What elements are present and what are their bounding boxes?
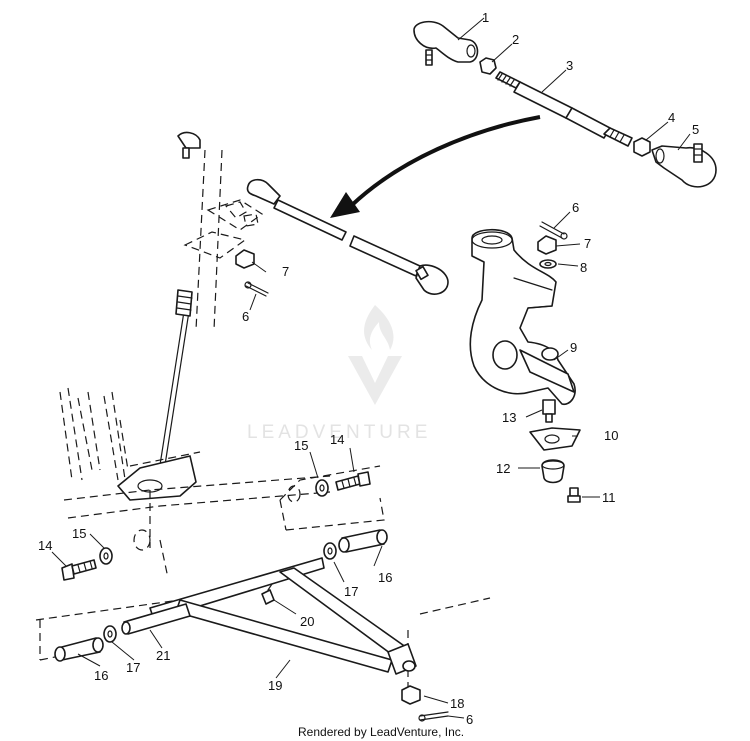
washer-right[interactable] xyxy=(539,259,557,269)
tie-rod-end-right[interactable] xyxy=(651,143,717,188)
callout-18: 18 xyxy=(450,696,464,711)
callout-7-spindle: 7 xyxy=(584,236,591,251)
spacer-16-left[interactable] xyxy=(54,637,104,662)
callout-17-left: 17 xyxy=(126,660,140,675)
callout-12: 12 xyxy=(496,461,510,476)
bracket-bushing-right xyxy=(287,485,301,503)
castle-nut-left[interactable] xyxy=(235,249,255,269)
a-arm-cotter-pin[interactable] xyxy=(418,711,449,722)
steering-lower-arm[interactable] xyxy=(117,455,197,501)
spindle-bolt[interactable] xyxy=(542,399,556,423)
a-arm[interactable] xyxy=(149,557,417,675)
jam-nut-right[interactable] xyxy=(633,137,651,157)
exploded-tie-rod[interactable] xyxy=(246,178,449,295)
steering-column-outline xyxy=(59,149,264,487)
top-castle-nut[interactable] xyxy=(224,201,259,227)
cotter-pin-right[interactable] xyxy=(539,221,568,240)
plate-screw[interactable] xyxy=(567,487,581,503)
tie-rod-tube[interactable] xyxy=(495,71,633,147)
leader-lines xyxy=(51,17,691,719)
bushing-17-left[interactable] xyxy=(103,625,117,643)
callout-21: 21 xyxy=(156,648,170,663)
callout-7-column: 7 xyxy=(282,264,289,279)
callout-14-right: 14 xyxy=(330,432,344,447)
callout-6-spindle: 6 xyxy=(572,200,579,215)
footer-credit: Rendered by LeadVenture, Inc. xyxy=(298,725,464,739)
spacer-16-right[interactable] xyxy=(338,529,388,553)
bracket-bushing-left xyxy=(133,529,151,551)
callout-20: 20 xyxy=(300,614,314,629)
ball-joint-plate[interactable] xyxy=(529,427,581,451)
callout-3: 3 xyxy=(566,58,573,73)
pivot-tube[interactable] xyxy=(121,603,191,635)
callout-13: 13 xyxy=(502,410,516,425)
callout-19: 19 xyxy=(268,678,282,693)
watermark-logo xyxy=(348,305,402,405)
a-arm-castle-nut[interactable] xyxy=(401,685,421,705)
callout-15-left: 15 xyxy=(72,526,86,541)
callout-16-left: 16 xyxy=(94,668,108,683)
callout-6-column: 6 xyxy=(242,309,249,324)
watermark-text: LEADVENTURE xyxy=(247,422,431,443)
assembly-arrow xyxy=(330,115,541,218)
castle-nut-right[interactable] xyxy=(537,235,557,255)
callout-11: 11 xyxy=(602,490,616,505)
callout-10: 10 xyxy=(604,428,618,443)
callout-labels: 1 2 3 4 5 6 7 8 7 6 9 10 13 12 11 14 15 … xyxy=(38,10,699,727)
steering-top-tie-rod-end[interactable] xyxy=(177,131,201,159)
callout-4: 4 xyxy=(668,110,675,125)
callout-8: 8 xyxy=(580,260,587,275)
callout-15-right: 15 xyxy=(294,438,308,453)
callout-1: 1 xyxy=(482,10,489,25)
callout-6-arm: 6 xyxy=(466,712,473,727)
cotter-pin-left[interactable] xyxy=(244,281,269,297)
bolt-left[interactable] xyxy=(61,559,97,581)
washer-15-left[interactable] xyxy=(99,547,113,565)
steering-spindle[interactable] xyxy=(469,228,576,406)
frame-bracket-outline xyxy=(35,465,491,690)
bushing-17-right[interactable] xyxy=(323,542,337,560)
callout-14-left: 14 xyxy=(38,538,52,553)
tie-rod-end-left[interactable] xyxy=(413,20,479,66)
callout-2: 2 xyxy=(512,32,519,47)
bolt-right[interactable] xyxy=(335,471,371,491)
callout-9: 9 xyxy=(570,340,577,355)
callout-17-right: 17 xyxy=(344,584,358,599)
steering-shaft[interactable] xyxy=(159,289,193,466)
ball-joint[interactable] xyxy=(541,459,565,484)
callout-5: 5 xyxy=(692,122,699,137)
washer-15-right[interactable] xyxy=(315,479,329,497)
callout-16-right: 16 xyxy=(378,570,392,585)
